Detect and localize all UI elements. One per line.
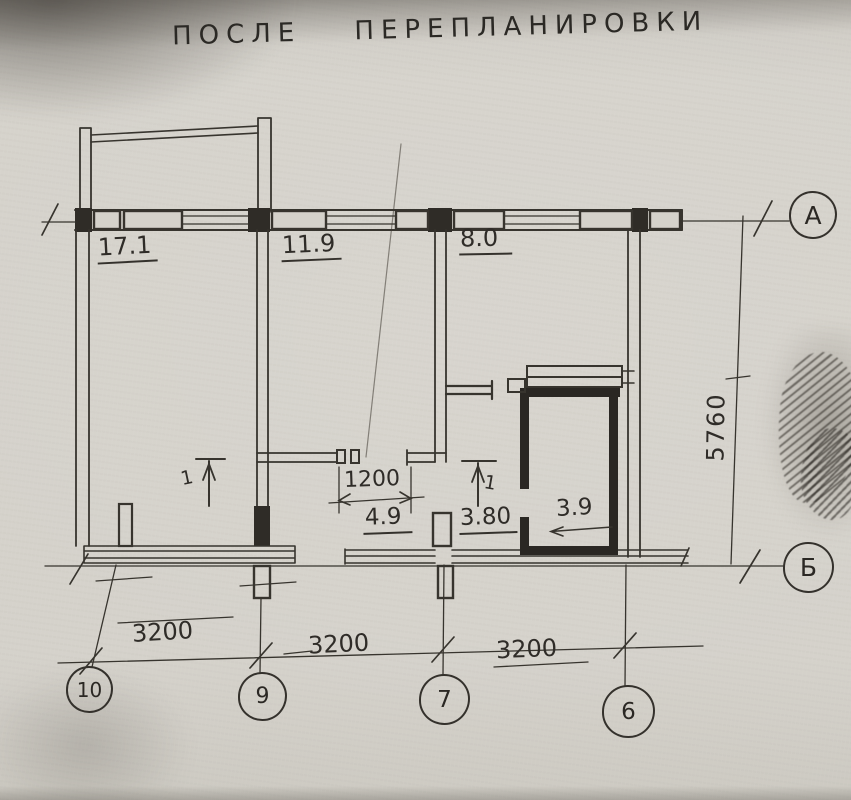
dimension-lines — [117, 215, 751, 668]
axis-marker-b: Б — [783, 542, 834, 593]
glazing-lines — [181, 215, 581, 225]
opening-dim-1200: 1200 — [343, 466, 401, 493]
height-dim-5760: 5760 — [701, 392, 731, 462]
room-area-3-80: 3.80 — [458, 503, 518, 536]
span-dim-3200-left: 3200 — [131, 616, 194, 648]
axis-marker-a: А — [789, 191, 837, 239]
axis-marker-10: 10 — [66, 666, 113, 713]
room-area-11-9-text: 11.9 — [280, 229, 343, 263]
axis-tick-slashes — [41, 200, 773, 675]
axis-marker-6-label: 6 — [621, 698, 636, 725]
crease-line — [365, 143, 402, 458]
axis-marker-b-label: Б — [799, 553, 818, 582]
axis-lines — [41, 200, 790, 687]
balcony — [79, 117, 272, 213]
top-wall-windows — [74, 208, 683, 232]
vent-duct — [507, 365, 635, 393]
axis-marker-10-label: 10 — [76, 677, 103, 702]
room-area-3-80-text: 3.80 — [458, 503, 518, 536]
span-dim-3200-middle: 3200 — [307, 628, 370, 660]
axis-marker-9: 9 — [238, 672, 287, 721]
axis-marker-7: 7 — [419, 674, 470, 725]
room-area-8-0: 8.0 — [458, 224, 513, 256]
span-dim-3200-right: 3200 — [495, 633, 558, 665]
bathroom-walls — [507, 365, 635, 555]
room-area-17-1: 17.1 — [96, 231, 159, 265]
room-area-8-0-text: 8.0 — [458, 224, 513, 256]
room-area-4-9-text: 4.9 — [362, 504, 413, 535]
room-area-11-9: 11.9 — [280, 229, 343, 263]
interior-walls — [117, 229, 494, 548]
wall-piers — [75, 208, 648, 232]
room-area-4-9: 4.9 — [362, 504, 413, 535]
door-marks — [195, 458, 497, 507]
axis-marker-a-label: А — [804, 200, 822, 230]
room-area-3-9: 3.9 — [555, 494, 594, 522]
axis-marker-7-label: 7 — [437, 686, 452, 713]
room-area-17-1-text: 17.1 — [96, 231, 159, 265]
axis-marker-9-label: 9 — [255, 684, 270, 709]
window-boxes — [92, 209, 682, 231]
axis-marker-6: 6 — [602, 685, 655, 738]
side-walls — [75, 229, 641, 558]
